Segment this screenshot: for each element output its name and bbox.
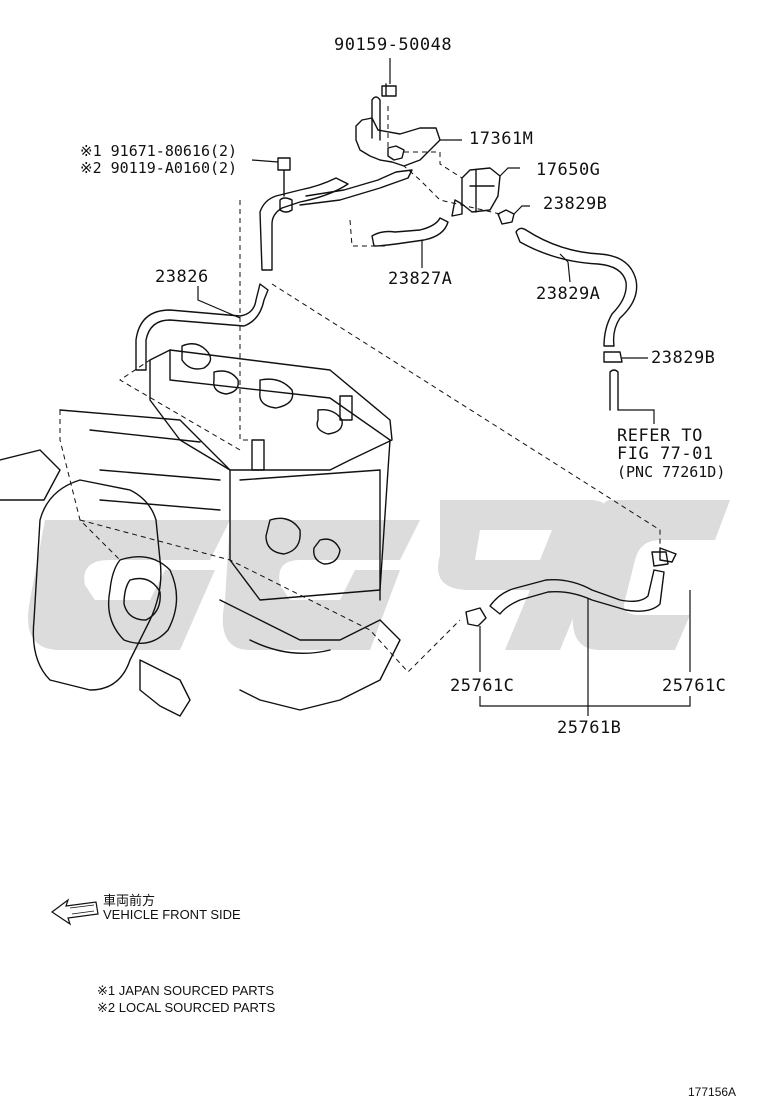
figure-number: 177156A	[688, 1085, 737, 1099]
watermark-logo	[28, 500, 730, 650]
part-label-23829a: 23829A	[536, 284, 601, 304]
refer-text-line1: REFER TO	[617, 426, 703, 446]
line-art	[0, 83, 677, 717]
part-label-23826: 23826	[155, 267, 209, 287]
direction-label-english: VEHICLE FRONT SIDE	[103, 907, 241, 922]
part-label-23829b-top: 23829B	[543, 194, 608, 214]
part-label-25761c-right: 25761C	[662, 676, 727, 696]
leader-lines	[197, 58, 691, 716]
legend-item-local: ※2 LOCAL SOURCED PARTS	[97, 1000, 276, 1015]
part-label-25761c-left: 25761C	[450, 676, 515, 696]
refer-text-line2: FIG 77-01	[617, 444, 714, 464]
refer-text-line3: (PNC 77261D)	[617, 463, 726, 481]
part-label-23827a: 23827A	[388, 269, 453, 289]
dashed-reference-lines	[59, 106, 661, 673]
part-label-91671-80616: ※1 91671-80616(2)	[80, 142, 238, 160]
part-label-23829b-mid: 23829B	[651, 348, 716, 368]
part-label-25761b: 25761B	[557, 718, 622, 738]
direction-label-japanese: 車両前方	[103, 893, 156, 908]
arrow-left-icon	[50, 898, 99, 926]
part-label-17361m: 17361M	[469, 129, 534, 149]
part-label-90159-50048: 90159-50048	[334, 35, 453, 55]
part-label-90119-a0160: ※2 90119-A0160(2)	[80, 159, 238, 177]
legend-item-japan: ※1 JAPAN SOURCED PARTS	[97, 983, 275, 998]
part-label-17650g: 17650G	[536, 160, 601, 180]
